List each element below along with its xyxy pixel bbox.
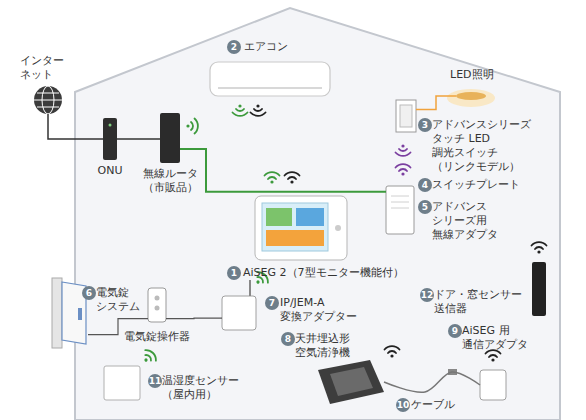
callout-number: 10 — [396, 398, 410, 412]
node-label: スイッチプレート — [432, 178, 532, 192]
node-label: 電気錠 システム — [96, 286, 146, 314]
node-label: AiSEG 用 通信アダプタ — [462, 324, 537, 352]
sensor-box-icon — [104, 366, 140, 400]
converter-icon — [222, 296, 256, 330]
dimmer-switch: アドバンスシリーズ タッチ LED 調光スイッチ （リンクモデル） — [396, 100, 416, 132]
wireless-adapter: アドバンス シリーズ用 無線アダプタ — [386, 186, 414, 234]
callout-number: 12 — [420, 288, 434, 302]
globe-icon — [34, 86, 62, 114]
wifi-signal — [186, 119, 197, 134]
connector-label: ケーブル — [411, 398, 455, 412]
connector-line — [384, 372, 480, 392]
door-frame — [52, 278, 62, 348]
purifier-grille — [330, 367, 373, 396]
lock-controller: 電気錠操作器 — [148, 288, 166, 322]
switch-plate: スイッチプレート — [432, 178, 532, 192]
wifi-signal — [233, 104, 248, 115]
converter-antenna — [249, 280, 251, 296]
screen-tile — [266, 208, 292, 226]
door-window-sensor: ドア・窓センサー 送信器 — [532, 262, 546, 316]
remote-icon — [148, 288, 166, 322]
door-handle — [78, 308, 82, 320]
onu-icon — [103, 118, 117, 160]
router-device: 無線ルータ （市販品） — [160, 113, 180, 163]
node-label: 無線ルータ （市販品） — [139, 167, 201, 195]
humidity-sensor: 温湿度センサー （屋内用） — [104, 366, 140, 400]
communication-adapter: AiSEG 用 通信アダプタ — [480, 370, 506, 400]
aiseg-monitor: AiSEG 2（7型モニター機能付） — [255, 196, 347, 260]
node-label: 電気錠操作器 — [107, 330, 207, 344]
purifier-icon — [318, 360, 384, 404]
monitor-button — [335, 225, 341, 231]
screen-tile — [266, 230, 324, 246]
callout-number: 6 — [82, 286, 96, 300]
onu-lamp — [109, 124, 112, 127]
node-label: エアコン — [244, 40, 314, 54]
switch-button — [400, 105, 412, 127]
wifi-signal — [140, 348, 159, 367]
callout-number: 2 — [227, 40, 241, 54]
callout-number: 9 — [448, 324, 462, 338]
wifi-signal — [396, 164, 411, 175]
callout-number: 4 — [418, 178, 432, 192]
aircon-vent — [218, 87, 322, 89]
light-glow — [447, 89, 495, 107]
connector-line — [416, 96, 456, 110]
node-label: AiSEG 2（7型モニター機能付） — [243, 266, 443, 280]
wifi-signal — [251, 104, 266, 115]
wifi-signal — [265, 172, 280, 183]
node-label: ONU — [90, 164, 130, 178]
callout-number: 5 — [418, 200, 432, 214]
adapter-icon — [386, 186, 414, 234]
connector-line — [166, 318, 222, 320]
remote-button — [155, 296, 160, 301]
connector-line — [117, 138, 160, 140]
wifi-signal — [532, 242, 547, 253]
monitor-icon — [255, 196, 347, 260]
screen-tile — [296, 208, 324, 226]
node-label: 温湿度センサー （屋内用） — [162, 374, 252, 402]
wifi-signal — [486, 350, 501, 361]
node-label: アドバンスシリーズ タッチ LED 調光スイッチ （リンクモデル） — [432, 118, 536, 174]
router-icon — [160, 113, 180, 163]
onu-device: ONU — [103, 118, 117, 160]
node-label: LED照明 — [450, 68, 510, 82]
led-light: LED照明 — [456, 92, 486, 100]
air-conditioner: エアコン — [210, 62, 330, 96]
wifi-signal — [385, 346, 400, 357]
callout-number: 8 — [281, 332, 295, 346]
callout-number: 1 — [227, 266, 241, 280]
callout-number: 3 — [418, 118, 432, 132]
node-label: ドア・窓センサー 送信器 — [434, 288, 530, 316]
internet-globe: インター ネット — [34, 86, 62, 114]
aircon-icon — [210, 62, 330, 96]
connector-line — [48, 114, 103, 139]
led-icon — [456, 92, 486, 100]
connector-line — [180, 149, 386, 192]
sensor-icon — [532, 262, 546, 316]
callout-number: 11 — [148, 374, 162, 388]
remote-button — [155, 306, 160, 311]
comm-adapter-icon — [480, 370, 506, 400]
globe-parallels — [34, 93, 62, 107]
node-label: IP/JEM-A 変換アダプター — [280, 296, 360, 324]
node-label: インター ネット — [20, 54, 70, 82]
wifi-signal — [396, 144, 411, 155]
protocol-adapter: IP/JEM-A 変換アダプター — [222, 296, 256, 330]
wifi-signal — [285, 172, 300, 183]
air-purifier: 天井埋込形 空気清浄機 — [318, 360, 384, 404]
node-label: 天井埋込形 空気清浄機 — [295, 332, 355, 360]
node-label: アドバンス シリーズ用 無線アダプタ — [432, 200, 512, 242]
switch-icon — [396, 100, 416, 132]
monitor-screen — [262, 203, 328, 251]
callout-number: 7 — [265, 296, 279, 310]
house-outline — [75, 8, 560, 420]
adapter-fins — [391, 196, 409, 208]
